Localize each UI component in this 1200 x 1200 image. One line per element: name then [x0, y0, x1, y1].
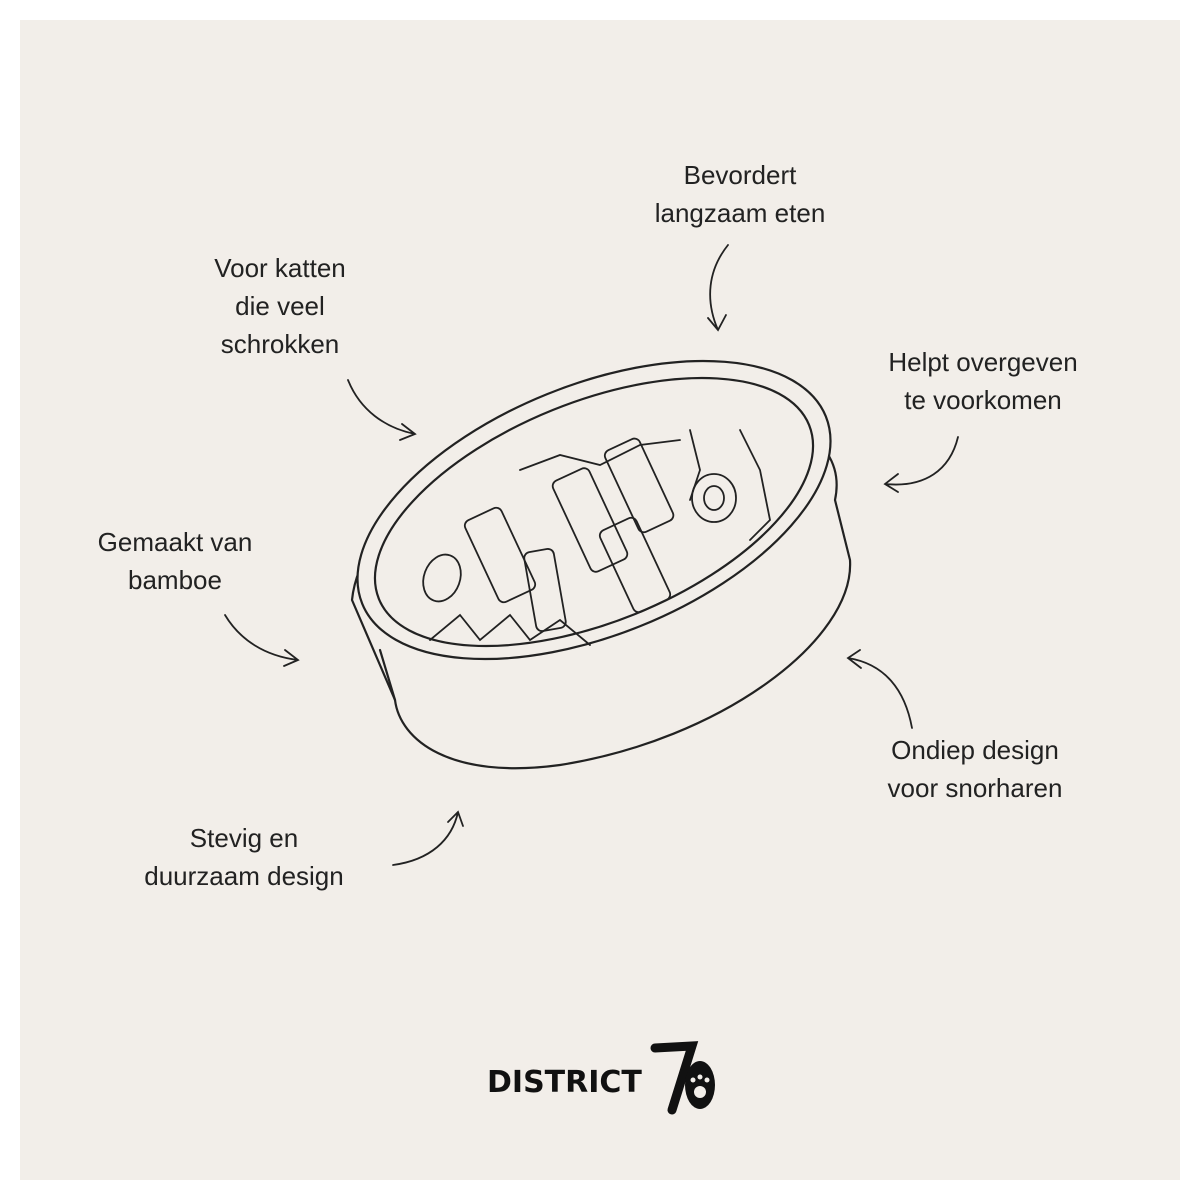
label-line: te voorkomen	[904, 385, 1062, 415]
label-line: bamboe	[128, 565, 222, 595]
label-line: Helpt overgeven	[888, 347, 1078, 377]
arrow-voor-katten	[347, 379, 417, 441]
arrow-gemaakt	[224, 614, 300, 667]
arrows	[224, 244, 959, 866]
label-line: Voor katten	[214, 253, 346, 283]
feature-ondiep: Ondiep design voor snorharen	[888, 731, 1063, 807]
label-line: duurzaam design	[144, 861, 344, 891]
logo-text: DISTRICT	[487, 1065, 642, 1100]
label-line: schrokken	[220, 329, 340, 359]
label-line: voor snorharen	[887, 773, 1063, 803]
district70-logo: DISTRICT	[487, 1040, 727, 1125]
arrow-stevig	[392, 810, 464, 866]
feature-stevig: Stevig en duurzaam design	[144, 819, 343, 895]
feature-gemaakt: Gemaakt van bamboe	[98, 523, 253, 599]
feature-bevordert: Bevordert langzaam eten	[655, 156, 826, 232]
arrow-ondiep	[846, 649, 913, 729]
label-line: die veel	[235, 291, 325, 321]
label-line: langzaam eten	[654, 198, 826, 228]
label-line: Gemaakt van	[97, 527, 253, 557]
slow-feeder-bowl	[350, 359, 852, 770]
paw-icon	[694, 1086, 706, 1098]
feature-helpt: Helpt overgeven te voorkomen	[888, 343, 1077, 419]
label-line: Stevig en	[189, 823, 299, 853]
arrow-bevordert	[707, 244, 729, 332]
label-line: Ondiep design	[891, 735, 1059, 765]
arrow-helpt	[883, 436, 959, 493]
label-line: Bevordert	[683, 160, 797, 190]
logo-mark: DISTRICT	[487, 1041, 715, 1115]
feature-voor-katten: Voor katten die veel schrokken	[214, 249, 346, 363]
